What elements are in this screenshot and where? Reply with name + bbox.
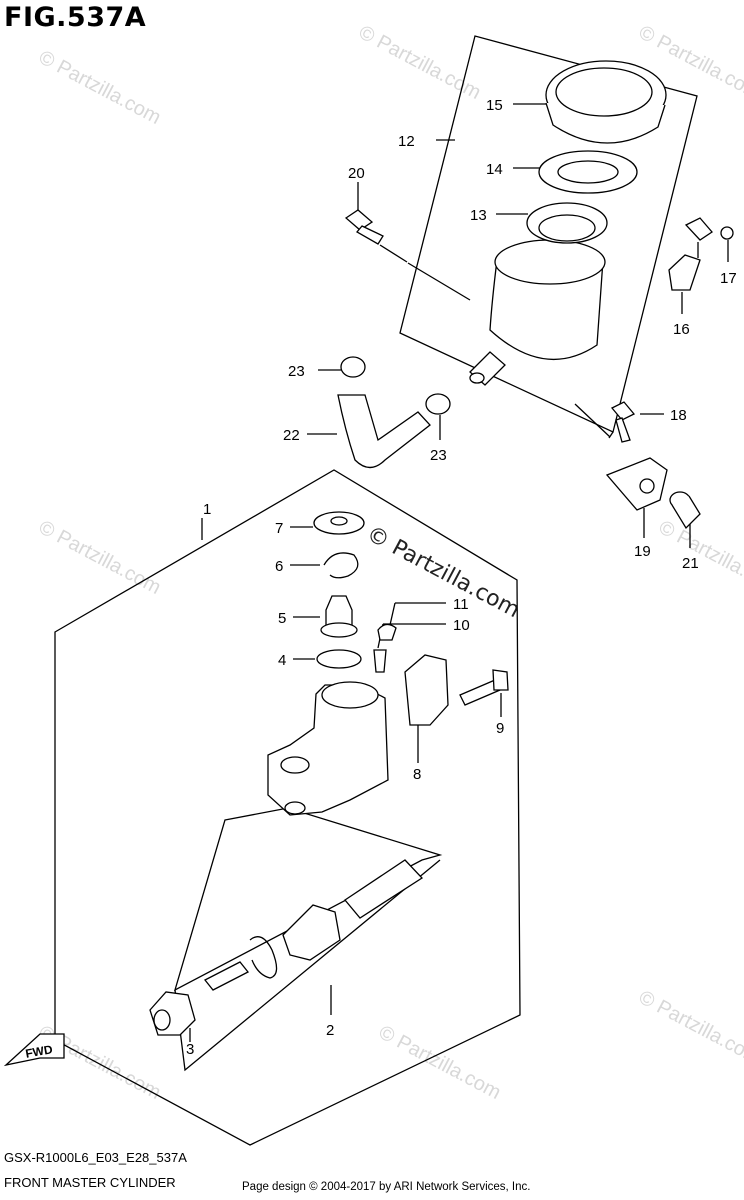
reservoir-body [489, 259, 604, 361]
callout-11: 11 [453, 596, 469, 613]
callout-19: 19 [634, 543, 651, 560]
diagram-code: GSX-R1000L6_E03_E28_537A [4, 1150, 187, 1165]
callout-7: 7 [275, 520, 283, 537]
callout-5: 5 [278, 610, 286, 627]
fwd-label: FWD [24, 1042, 54, 1061]
callout-6: 6 [275, 558, 283, 575]
holder-8 [404, 654, 449, 726]
callout-13: 13 [470, 207, 487, 224]
callout-16: 16 [673, 321, 690, 338]
callout-22: 22 [283, 427, 300, 444]
callout-2: 2 [326, 1022, 334, 1039]
diagram-name: FRONT MASTER CYLINDER [4, 1175, 176, 1190]
callout-10: 10 [453, 617, 470, 634]
callout-8: 8 [413, 766, 421, 783]
hose-clamp-23-bottom [425, 393, 451, 415]
callout-18: 18 [670, 407, 687, 424]
piston-kit-frame [173, 807, 443, 992]
callout-9: 9 [496, 720, 504, 737]
piston-spring [344, 859, 424, 919]
callout-1: 1 [203, 501, 211, 518]
cap-11 [377, 623, 397, 641]
callout-12: 12 [398, 133, 415, 150]
callout-14: 14 [486, 161, 503, 178]
copyright-credit: Page design © 2004-2017 by ARI Network S… [242, 1181, 531, 1193]
callout-17: 17 [720, 270, 737, 287]
reservoir-hose [337, 394, 431, 469]
figure-title: FIG.537A [4, 2, 147, 33]
o-ring-4 [316, 649, 362, 669]
bolt-18 [610, 401, 636, 421]
hose-clamp-23-top [340, 356, 366, 378]
piston-cup [282, 904, 341, 961]
bolt-20 [344, 209, 374, 231]
callout-3: 3 [186, 1041, 194, 1058]
fwd-arrow [3, 1033, 65, 1067]
bleeder-10 [373, 649, 387, 673]
callout-23-bottom: 23 [430, 447, 447, 464]
callout-4: 4 [278, 652, 286, 669]
callout-20: 20 [348, 165, 365, 182]
callout-23-top: 23 [288, 363, 305, 380]
callout-15: 15 [486, 97, 503, 114]
piston-circlip [249, 936, 278, 979]
push-rod [203, 961, 250, 991]
reservoir-group-frame [399, 35, 698, 433]
reservoir-cap-skirt [545, 102, 666, 144]
bracket-16 [668, 254, 701, 291]
bracket-19 [605, 457, 668, 511]
screw-17 [720, 226, 734, 240]
circlip-6 [323, 552, 359, 579]
callout-21: 21 [682, 555, 699, 572]
callout-labels: 1 2 3 4 5 6 7 8 9 10 11 12 13 14 15 16 1… [24, 97, 736, 1061]
